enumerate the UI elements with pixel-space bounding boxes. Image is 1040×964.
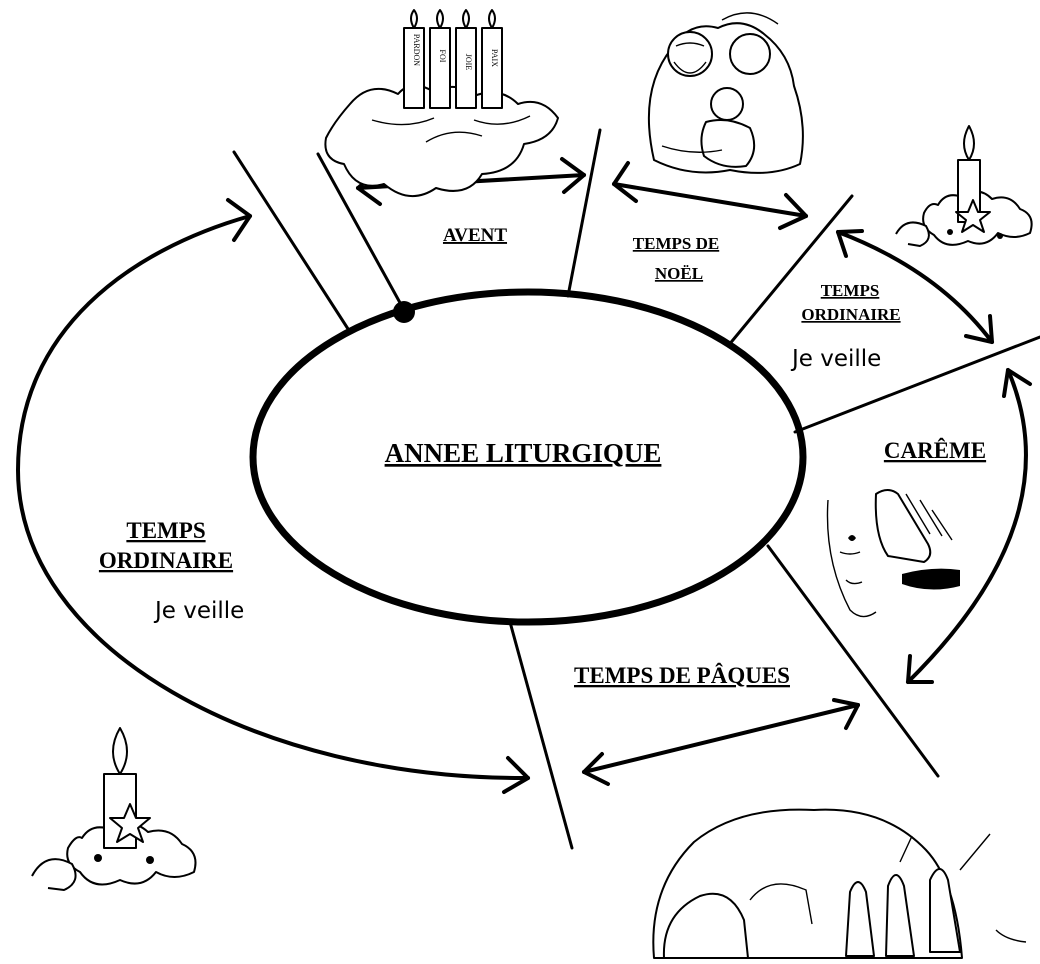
noel-arrow <box>612 161 808 230</box>
empty-tomb-illustration <box>652 808 1027 959</box>
noel-label-line1: TEMPS DE <box>633 234 719 253</box>
divider-line <box>766 544 940 778</box>
paques-label: TEMPS DE PÂQUES <box>574 662 790 688</box>
paques-arrow <box>582 698 860 786</box>
start-dot <box>393 301 415 323</box>
center-ellipse <box>249 288 807 626</box>
ordinaire-left-arrow <box>16 198 530 794</box>
careme-arrow <box>906 368 1032 684</box>
careme-label: CARÊME <box>884 437 986 463</box>
divider-line <box>508 620 574 850</box>
divider-line <box>316 152 406 312</box>
ordinaire-right-label-line2: ORDINAIRE <box>801 305 900 324</box>
ordinaire-right-label-line1: TEMPS <box>821 281 880 300</box>
divider-line <box>566 128 602 298</box>
candle-left-illustration <box>31 727 197 891</box>
ordinaire-right-arrow <box>836 229 994 344</box>
candle-label-pardon: PARDON <box>412 34 421 66</box>
candle-label-paix: PAIX <box>490 49 499 67</box>
candle-label-joie: JOIE <box>464 54 473 71</box>
candle-right-illustration <box>895 125 1033 247</box>
divider-line <box>232 150 352 334</box>
noel-label-line2: NOËL <box>655 264 703 283</box>
veille-left-label: Je veille <box>153 598 244 624</box>
ordinaire-left-label-line2: ORDINAIRE <box>99 548 233 573</box>
ash-wednesday-illustration <box>826 489 960 618</box>
advent-wreath-illustration: PARDON FOI JOIE PAIX <box>324 9 559 197</box>
divider-line <box>726 194 854 348</box>
divider-line <box>793 335 1040 434</box>
avent-label: AVENT <box>443 225 507 246</box>
candle-label-foi: FOI <box>438 50 447 63</box>
veille-right-label: Je veille <box>790 346 881 372</box>
ordinaire-left-label-line1: TEMPS <box>126 518 205 543</box>
nativity-illustration <box>647 12 804 174</box>
center-label: ANNEE LITURGIQUE <box>385 438 662 468</box>
